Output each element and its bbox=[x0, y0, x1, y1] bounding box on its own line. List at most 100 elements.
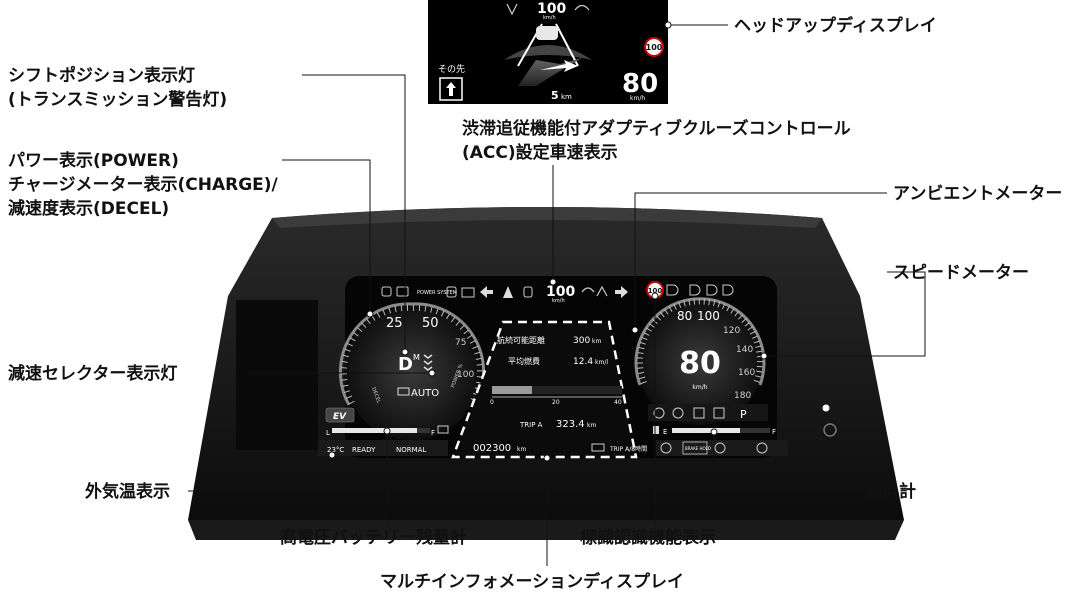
warning-circle-icon bbox=[714, 442, 726, 454]
marker-mid bbox=[543, 454, 551, 462]
odometer-value: 002300 bbox=[473, 443, 511, 454]
power-meter-face bbox=[344, 304, 480, 440]
turn-left-icon bbox=[480, 286, 493, 298]
speedometer: 80 100 120 140 160 180 80 km/h bbox=[634, 297, 766, 425]
brake-warning-icon bbox=[672, 407, 684, 419]
hud-nav-label: その先 bbox=[438, 63, 465, 75]
label-decel-selector: 減速セレクター表示灯 bbox=[8, 363, 177, 384]
label-fuel-gauge: 燃料計 bbox=[865, 481, 916, 502]
leader-ambient bbox=[634, 192, 887, 330]
label-power-3: 減速度表示(DECEL) bbox=[8, 198, 169, 219]
speed-tick-120: 120 bbox=[723, 326, 740, 336]
acc-set-speed: 100 bbox=[546, 284, 575, 300]
ev-label: EV bbox=[333, 412, 347, 422]
label-mid: マルチインフォメーションディスプレイ bbox=[380, 571, 684, 592]
speed-value: 80 bbox=[679, 346, 721, 381]
switch-knob bbox=[823, 423, 837, 437]
econ-bar-fill bbox=[492, 386, 532, 394]
odometer-unit: km bbox=[517, 446, 526, 453]
headlight-icon bbox=[666, 284, 679, 296]
label-battery-gauge: 高電圧バッテリー残量計 bbox=[280, 527, 467, 548]
speed-unit: km/h bbox=[692, 384, 707, 391]
leader-fuel bbox=[713, 432, 859, 492]
tire-pressure-icon bbox=[653, 407, 665, 419]
hud-nav-distance: 5 bbox=[551, 89, 559, 102]
fuel-empty-mark: E bbox=[663, 428, 667, 436]
steering-icon bbox=[756, 442, 768, 454]
right-indicator-strip bbox=[648, 404, 768, 421]
pre-collision-icon bbox=[596, 285, 608, 297]
outside-temp: 23°C bbox=[327, 446, 344, 454]
marker-shift bbox=[401, 348, 409, 356]
airbag-icon bbox=[713, 407, 725, 419]
brake-hold-label: BRAKE HOLD bbox=[685, 446, 711, 451]
battery-low-mark: L bbox=[326, 429, 330, 437]
marker-power bbox=[366, 310, 374, 318]
parking-brake-label: P bbox=[740, 408, 747, 421]
marker-outside-temp bbox=[328, 451, 336, 459]
info-icon bbox=[660, 442, 672, 454]
hud-nav-arrow bbox=[540, 60, 578, 72]
hud-road-lane-right bbox=[555, 23, 579, 67]
stability-icon bbox=[446, 286, 457, 298]
marker-acc bbox=[549, 278, 557, 286]
sign-limit-value: 100 bbox=[648, 287, 663, 295]
label-power-1: パワー表示(POWER) bbox=[8, 150, 179, 171]
range-label: 航続可能距離 bbox=[497, 335, 545, 345]
leader-lines bbox=[188, 24, 926, 566]
battery-icon bbox=[397, 387, 410, 396]
battery-warning-icon bbox=[461, 287, 475, 298]
switch-led bbox=[822, 404, 830, 412]
seatbelt-reminder-icon bbox=[693, 407, 705, 419]
power-system-label: POWER SYSTEM bbox=[417, 290, 457, 296]
hud-speed-unit: km/h bbox=[630, 95, 645, 102]
battery-level-icon bbox=[437, 425, 449, 434]
speed-tick-100: 100 bbox=[697, 309, 720, 323]
turn-right-icon bbox=[615, 286, 628, 298]
hud-speed: 80 bbox=[622, 69, 658, 99]
hud-inset: 100 km/h 100 その先 5 km 80 km/h bbox=[428, 0, 668, 104]
leader-shift bbox=[302, 74, 406, 352]
econ-tick-20: 20 bbox=[552, 399, 560, 406]
ready-label: READY bbox=[352, 446, 376, 454]
cluster-lower-trim bbox=[188, 520, 904, 540]
power-tick-25: 25 bbox=[386, 316, 403, 331]
speed-tick-160: 160 bbox=[738, 368, 755, 378]
leader-power bbox=[282, 159, 371, 314]
power-tick-75: 75 bbox=[455, 338, 466, 348]
lane-assist-icon bbox=[503, 286, 513, 298]
label-outside-temp: 外気温表示 bbox=[85, 481, 170, 502]
hud-lane-assist-icon bbox=[506, 3, 518, 16]
speed-tick-80: 80 bbox=[677, 309, 692, 323]
drive-mode: NORMAL bbox=[396, 446, 426, 454]
hud-cruise-icon bbox=[574, 4, 590, 11]
speed-tick-140: 140 bbox=[736, 345, 753, 355]
econ-tick-0: 0 bbox=[490, 399, 494, 406]
fog-light-icon bbox=[689, 284, 701, 296]
cruise-icon bbox=[581, 287, 595, 293]
marker-fuel bbox=[710, 428, 718, 436]
trip-unit: km bbox=[587, 422, 596, 429]
speedometer-face bbox=[637, 299, 763, 425]
label-sign-recognition: 標識認識機能表示 bbox=[580, 527, 716, 548]
label-acc-2: (ACC)設定車速表示 bbox=[462, 142, 618, 163]
marker-ambient bbox=[631, 326, 639, 334]
power-tick-100: 100 bbox=[457, 370, 474, 380]
hud-straight-arrow-icon bbox=[446, 82, 456, 96]
speed-tick-180: 180 bbox=[734, 391, 751, 401]
label-speedometer: スピードメーター bbox=[893, 263, 1029, 283]
speedometer-ticks bbox=[637, 298, 763, 385]
decel-selector-icon bbox=[423, 354, 433, 371]
power-meter: 25 50 75 100 DECEL POWER % D M AUTO bbox=[338, 302, 486, 440]
trip-footer-icon bbox=[591, 443, 605, 452]
hud-limit-sign bbox=[644, 37, 664, 57]
rear-fog-icon bbox=[706, 284, 718, 296]
marker-hud bbox=[664, 21, 672, 29]
power-tick-50: 50 bbox=[422, 316, 439, 331]
fuel-pump-icon bbox=[653, 426, 659, 434]
fuel-gauge-fill bbox=[672, 428, 740, 433]
brake-hold-badge bbox=[682, 441, 708, 455]
acc-set-speed-unit: km/h bbox=[552, 298, 565, 304]
range-value: 300 bbox=[573, 336, 590, 346]
